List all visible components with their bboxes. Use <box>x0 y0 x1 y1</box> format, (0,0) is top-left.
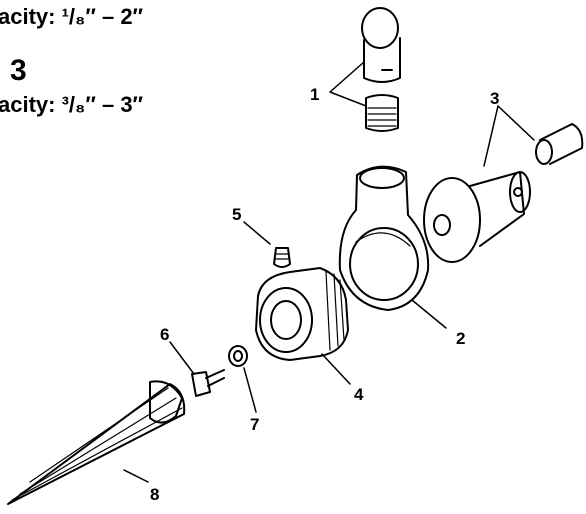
part-8-reamer <box>7 380 186 505</box>
model-number: 3 <box>10 54 27 87</box>
part-5-set-screw <box>273 247 291 268</box>
callout-3: 3 <box>490 89 499 108</box>
callout-8: 8 <box>150 485 159 504</box>
part-1-handle <box>361 7 401 132</box>
callout-4: 4 <box>354 385 364 404</box>
part-2-body <box>338 165 430 311</box>
part-3-pin <box>423 123 584 263</box>
callout-5: 5 <box>232 205 241 224</box>
part-7-washer <box>228 345 248 367</box>
capacity-text-1: acity: ¹/₈″ – 2″ <box>0 4 144 29</box>
part-4-nut <box>255 267 349 361</box>
part-6-bolt <box>191 369 225 397</box>
leader-lines <box>123 61 535 483</box>
callout-6: 6 <box>160 325 169 344</box>
callouts: 1 2 3 4 5 6 7 8 <box>150 85 499 504</box>
callout-1: 1 <box>310 85 319 104</box>
callout-2: 2 <box>456 329 465 348</box>
capacity-text-2: acity: ³/₈″ – 3″ <box>0 92 144 117</box>
callout-7: 7 <box>250 415 259 434</box>
